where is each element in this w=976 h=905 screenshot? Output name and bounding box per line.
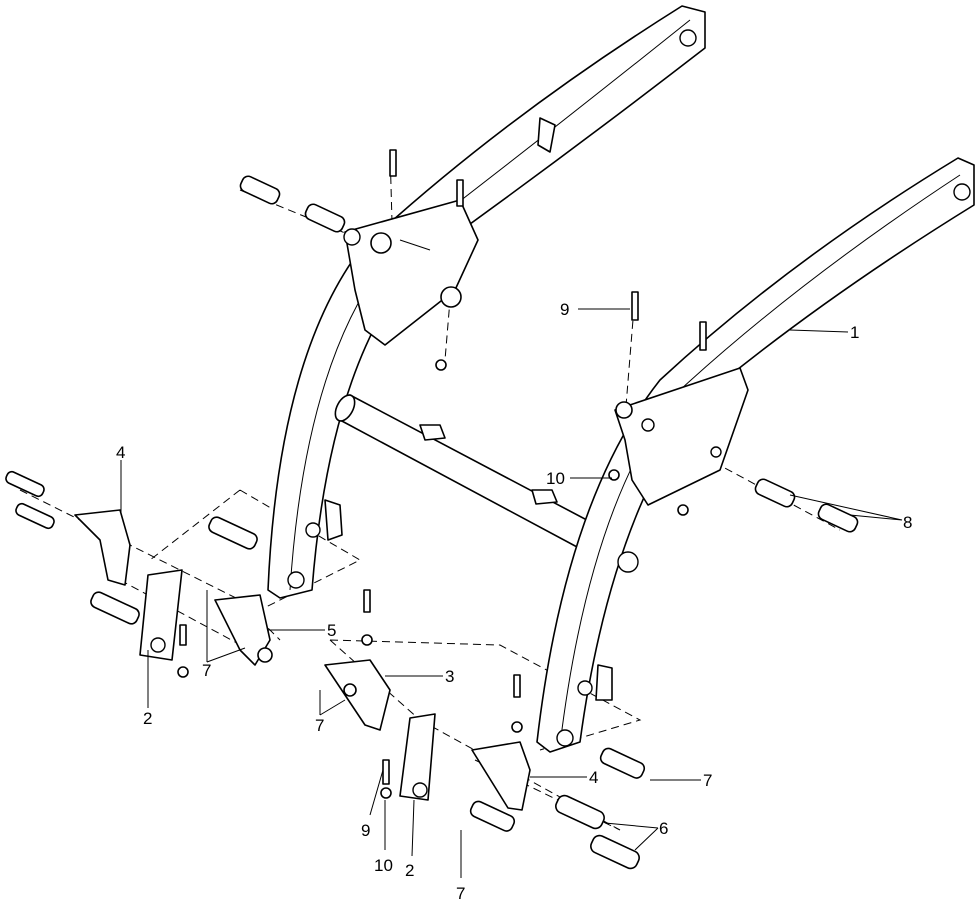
callouts: 1 9 10 8 4 5 7 2 3 7 4 7 6 9 10 2 7: [116, 300, 912, 903]
cross-tube: [334, 394, 603, 556]
callout-7: 7: [315, 716, 324, 735]
pins-and-bolts: [5, 149, 859, 870]
callout-10: 10: [546, 469, 565, 488]
bracket: [537, 117, 556, 153]
callout-7: 7: [202, 661, 211, 680]
callout-7: 7: [456, 884, 465, 903]
brackets-and-links: [74, 509, 531, 811]
right-mount-plate: [614, 367, 749, 506]
right-loader-arm: [536, 157, 975, 753]
callout-7: 7: [703, 771, 712, 790]
callout-3: 3: [445, 667, 454, 686]
callout-9: 9: [560, 300, 569, 319]
callout-2: 2: [405, 861, 414, 880]
callout-6: 6: [659, 819, 668, 838]
left-mount-plate: [343, 199, 479, 346]
callout-4: 4: [116, 443, 125, 462]
callout-5: 5: [327, 621, 336, 640]
callout-8: 8: [903, 513, 912, 532]
callout-1: 1: [850, 323, 859, 342]
pivot-hole: [679, 29, 697, 47]
callout-2: 2: [143, 709, 152, 728]
callout-9: 9: [361, 821, 370, 840]
callout-4: 4: [589, 768, 598, 787]
callout-10: 10: [374, 856, 393, 875]
